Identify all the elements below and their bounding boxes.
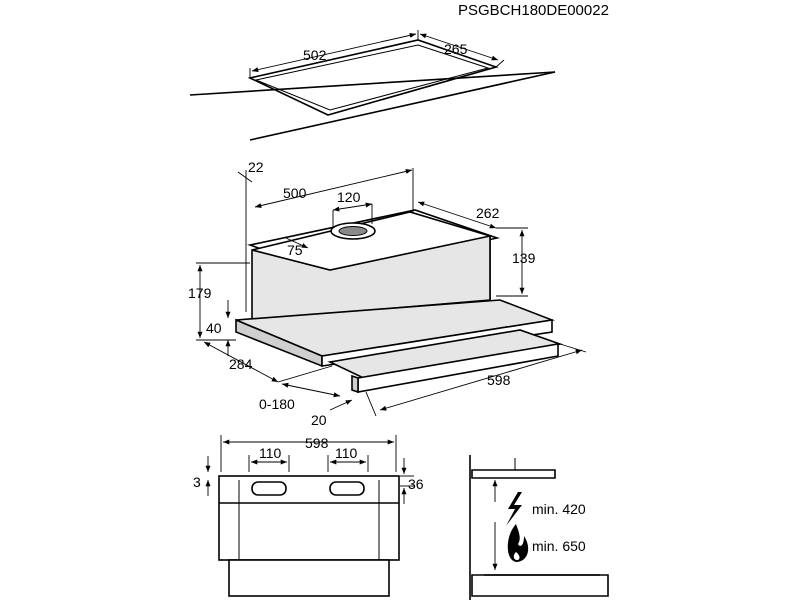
- body-width-dimension: [417, 201, 497, 229]
- front-thickness-label: 20: [311, 412, 327, 428]
- left-opening: [251, 481, 287, 496]
- body-height-label: 139: [512, 250, 536, 266]
- top-gap-label: 3: [193, 474, 201, 490]
- hood-isometric: [235, 209, 564, 394]
- cutout-plan: [189, 30, 556, 141]
- outlet-offset-dimension: [285, 237, 309, 249]
- outlet-diameter-label: 120: [337, 189, 361, 205]
- depth-label: 500: [283, 185, 307, 201]
- opening-height-label: 36: [408, 476, 424, 492]
- cutout-width-dimension: [251, 32, 417, 73]
- gas-clearance-label: min. 650: [532, 538, 586, 554]
- width-label: 598: [487, 372, 511, 388]
- clearance-diagram: [469, 455, 609, 600]
- extension-label: 0-180: [259, 396, 295, 412]
- hob-surface: [471, 574, 609, 597]
- offset-label: 22: [248, 159, 264, 175]
- hood-bottom-edge: [471, 469, 556, 479]
- right-opening-label: 110: [335, 445, 358, 461]
- front-view: [205, 435, 414, 597]
- cutout-depth-dimension: [419, 33, 499, 61]
- lightning-icon: [506, 492, 522, 526]
- outlet-offset-label: 75: [287, 242, 303, 258]
- depth-dimension: [254, 168, 413, 209]
- flame-icon: [507, 524, 529, 562]
- left-opening-label: 110: [259, 445, 282, 461]
- body-width-label: 262: [476, 205, 500, 221]
- front-width-label: 598: [305, 435, 329, 451]
- model-code: PSGBCH180DE00022: [458, 2, 609, 19]
- front-depth-label: 284: [229, 356, 253, 372]
- cutout-depth-label: 265: [444, 41, 468, 57]
- front-body: [218, 475, 400, 561]
- hood-dimensions: [196, 168, 587, 417]
- front-panel: [228, 559, 390, 597]
- front-height-label: 40: [206, 320, 222, 336]
- right-opening: [329, 481, 365, 496]
- front-thickness-dimension: [329, 399, 353, 411]
- width-dimension: [379, 349, 583, 411]
- front-depth-dimension: [203, 341, 279, 383]
- cutout-width-label: 502: [303, 47, 327, 63]
- total-height-label: 179: [188, 285, 212, 301]
- outlet-diameter-dimension: [332, 202, 373, 212]
- extension-dimension: [281, 382, 341, 398]
- electric-clearance-label: min. 420: [532, 501, 586, 517]
